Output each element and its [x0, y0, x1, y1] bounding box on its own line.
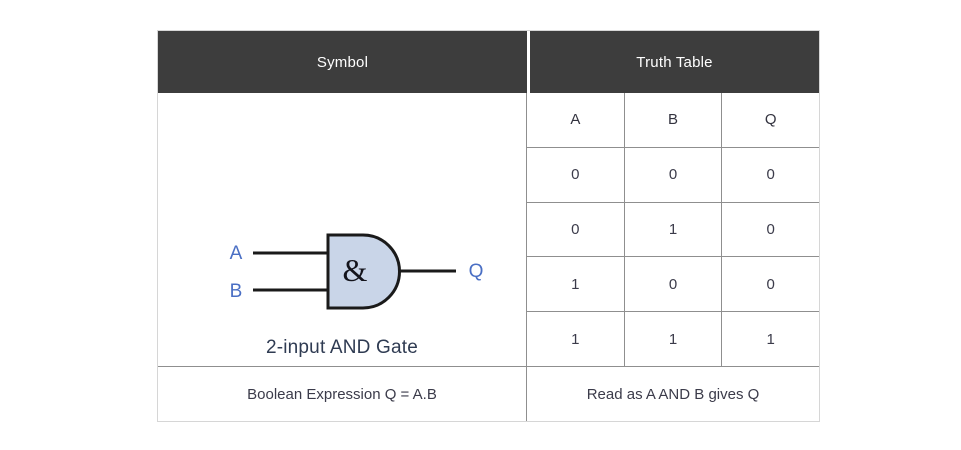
gate-caption: 2-input AND Gate: [265, 337, 419, 358]
gate-operator-glyph: &: [343, 252, 368, 288]
symbol-pane: & A B Q 2-input AND Gate: [158, 93, 527, 366]
truth-table-cell-a: 1: [527, 257, 625, 312]
truth-table-row: 1 1 1: [527, 312, 819, 366]
truth-table-cell-b: 1: [625, 312, 723, 366]
header-cell-symbol: Symbol: [158, 31, 527, 93]
truth-table-cell-b: 1: [625, 202, 723, 257]
truth-table-cell-b: 0: [625, 257, 723, 312]
truth-table-column-header-b: B: [625, 93, 723, 147]
card-footer-row: Boolean Expression Q = A.B Read as A AND…: [158, 366, 819, 421]
header-cell-truth-table: Truth Table: [530, 31, 819, 93]
truth-table-cell-q: 1: [766, 330, 775, 348]
pin-label-q: Q: [469, 261, 484, 282]
and-gate-figure: & A B Q 2-input AND Gate: [158, 93, 526, 366]
pin-label-b: B: [230, 281, 243, 302]
truth-table-cell-b: 0: [625, 147, 723, 202]
and-gate-body: [326, 233, 401, 310]
truth-table-header-row: A B Q: [527, 93, 819, 148]
truth-table-cell-q: 0: [766, 166, 775, 184]
card-body-row: & A B Q 2-input AND Gate A B Q 0 0 0: [158, 93, 819, 366]
and-gate-diagram-svg: & A B Q: [230, 233, 484, 310]
truth-table-cell-a: 0: [527, 147, 625, 202]
header-label-truth-table: Truth Table: [636, 53, 713, 71]
card-header-row: Symbol Truth Table: [158, 31, 819, 93]
and-gate-reference-card: Symbol Truth Table &: [157, 30, 820, 422]
truth-table: A B Q 0 0 0 0 1 0 1 0 0 1 1: [527, 93, 819, 366]
truth-table-row: 1 0 0: [527, 257, 819, 313]
truth-table-row: 0 1 0: [527, 202, 819, 258]
header-label-symbol: Symbol: [316, 53, 369, 71]
truth-table-cell-q: 0: [766, 275, 775, 293]
truth-table-column-header-q: Q: [764, 111, 777, 129]
header-column-divider: [527, 31, 530, 93]
truth-table-cell-a: 1: [527, 312, 625, 366]
read-as-cell: Read as A AND B gives Q: [586, 385, 760, 403]
pin-label-a: A: [230, 243, 243, 264]
truth-table-cell-a: 0: [527, 202, 625, 257]
truth-table-row: 0 0 0: [527, 147, 819, 203]
boolean-expression-cell: Boolean Expression Q = A.B: [158, 367, 527, 421]
truth-table-column-header-a: A: [527, 93, 625, 147]
truth-table-cell-q: 0: [766, 220, 775, 238]
